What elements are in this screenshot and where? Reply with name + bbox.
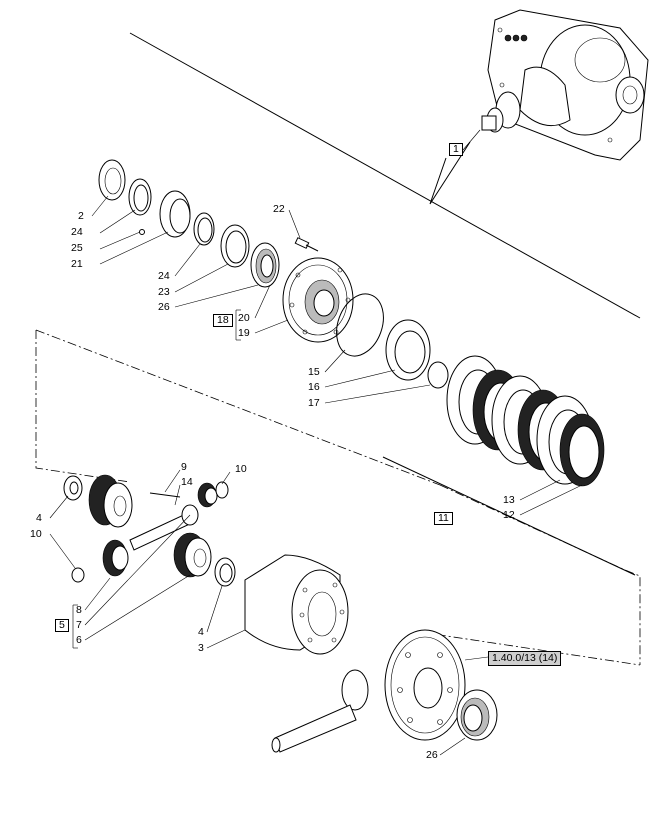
axis-break-marker: [429, 141, 471, 205]
piston-16: [385, 319, 431, 381]
callout-25: 25: [71, 242, 83, 254]
pinion-gear-7b: [197, 482, 218, 508]
side-gear-6: [173, 532, 212, 578]
pin-9: [149, 492, 181, 498]
pinion-gear-7a: [102, 539, 129, 577]
cross-reference-label[interactable]: 1.40.0/13 (14): [488, 651, 562, 666]
side-gear-8: [88, 474, 133, 528]
ring-23: [220, 224, 250, 268]
washer-4b: [214, 557, 236, 587]
callout-17: 17: [308, 397, 320, 409]
callout-22: 22: [273, 203, 285, 215]
callout-13: 13: [503, 494, 515, 506]
boundary-left: [35, 330, 131, 483]
washer-10a: [215, 481, 229, 499]
o-ring-17: [427, 361, 449, 389]
callout-26: 26: [158, 301, 170, 313]
callout-21: 21: [71, 258, 83, 270]
washer-10b: [71, 567, 85, 583]
disc-pack-axis-line: [382, 456, 636, 576]
bearing-26b: [456, 689, 498, 741]
main-axis-line: [129, 32, 641, 319]
boundary-right: [439, 484, 641, 665]
leader-lines: [49, 129, 583, 756]
callout-16: 16: [308, 381, 320, 393]
item-box-18: 18: [213, 314, 233, 327]
callout-9: 9: [181, 461, 187, 473]
crown-wheel-and-pinion: [271, 629, 466, 753]
callout-20: 20: [238, 312, 250, 324]
callout-8: 8: [76, 604, 82, 616]
callout-6: 6: [76, 634, 82, 646]
callout-24: 24: [158, 270, 170, 282]
callout-14: 14: [181, 476, 193, 488]
callout-24: 24: [71, 226, 83, 238]
item-box-1: 1: [449, 143, 463, 156]
ring-24b: [193, 212, 215, 246]
bearing-26a: [250, 242, 280, 288]
bolt-22: [294, 237, 319, 252]
sleeve-21: [159, 190, 191, 238]
callout-2: 2: [78, 210, 84, 222]
callout-12: 12: [503, 509, 515, 521]
callout-15: 15: [308, 366, 320, 378]
callout-10: 10: [235, 463, 247, 475]
washer-4a: [63, 475, 83, 501]
bearing-housing-19: [282, 257, 354, 343]
o-ring-15: [336, 293, 384, 357]
callout-26: 26: [426, 749, 438, 761]
callout-10: 10: [30, 528, 42, 540]
callout-7: 7: [76, 619, 82, 631]
callout-23: 23: [158, 286, 170, 298]
item-box-11: 11: [434, 512, 453, 525]
ring-24a: [128, 178, 152, 216]
item-box-5: 5: [55, 619, 69, 632]
seal-ring-2: [98, 159, 126, 201]
final-drive-housing: [481, 9, 649, 161]
differential-housing-3: [244, 554, 349, 655]
boundary-bottom: [419, 631, 641, 666]
callout-19: 19: [238, 327, 250, 339]
callout-4: 4: [36, 512, 42, 524]
ball-25: [139, 229, 145, 235]
callout-4: 4: [198, 626, 204, 638]
callout-3: 3: [198, 642, 204, 654]
disc-pack-12-13: [446, 355, 605, 487]
boundary-top: [35, 329, 441, 486]
